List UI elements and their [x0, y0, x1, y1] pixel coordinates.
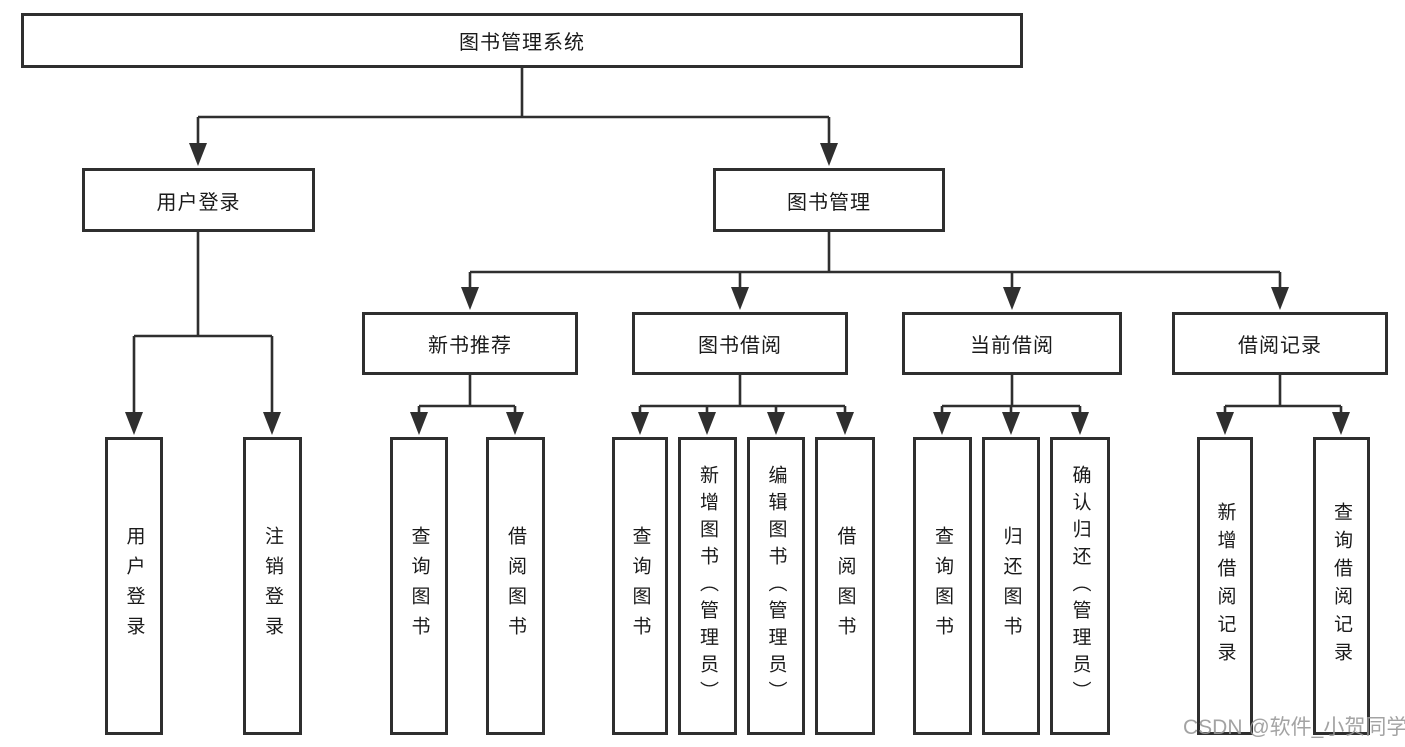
node-label: 新增借阅记录 — [1214, 502, 1236, 670]
node-user-login-leaf: 用户登录 — [105, 437, 163, 735]
node-label: 图书管理系统 — [459, 32, 585, 54]
node-book-borrowing: 图书借阅 — [632, 312, 848, 375]
node-query-books-borrow: 查询图书 — [612, 437, 668, 735]
node-book-management: 图书管理 — [713, 168, 945, 232]
node-label: 借阅图书 — [505, 526, 526, 646]
node-return-books: 归还图书 — [982, 437, 1040, 735]
node-label: 图书借阅 — [698, 335, 782, 357]
node-edit-books-admin: 编辑图书（管理员） — [747, 437, 805, 735]
node-confirm-return-admin: 确认归还（管理员） — [1050, 437, 1110, 735]
node-label: 借阅记录 — [1238, 335, 1322, 357]
node-label: 归还图书 — [1000, 526, 1022, 646]
node-label: 查询借阅记录 — [1331, 502, 1352, 670]
node-borrow-books: 借阅图书 — [815, 437, 875, 735]
node-borrowing-records: 借阅记录 — [1172, 312, 1388, 375]
csdn-watermark: CSDN @软件_小贺同学 — [1183, 716, 1405, 739]
node-add-books-admin: 新增图书（管理员） — [678, 437, 737, 735]
node-label: 注销登录 — [262, 526, 283, 646]
node-label: 新增图书（管理员） — [697, 464, 718, 708]
node-current-borrowing: 当前借阅 — [902, 312, 1122, 375]
node-label: 确认归还（管理员） — [1069, 464, 1091, 708]
node-label: 查询图书 — [932, 526, 953, 646]
node-label: 查询图书 — [629, 526, 651, 646]
node-library-system: 图书管理系统 — [21, 13, 1023, 68]
node-label: 图书管理 — [787, 191, 871, 214]
node-label: 用户登录 — [123, 526, 145, 646]
node-new-book-recommend: 新书推荐 — [362, 312, 578, 375]
node-label: 当前借阅 — [970, 335, 1054, 357]
node-query-books-recommend: 查询图书 — [390, 437, 448, 735]
node-label: 用户登录 — [156, 191, 241, 214]
node-label: 借阅图书 — [834, 526, 856, 646]
node-logout: 注销登录 — [243, 437, 302, 735]
node-label: 查询图书 — [408, 526, 430, 646]
node-query-books-current: 查询图书 — [913, 437, 972, 735]
node-borrow-books-recommend: 借阅图书 — [486, 437, 545, 735]
node-label: 编辑图书（管理员） — [765, 464, 787, 708]
node-user-login: 用户登录 — [82, 168, 315, 232]
arrow-down-icons — [125, 143, 1350, 435]
node-query-borrow-record: 查询借阅记录 — [1313, 437, 1370, 735]
node-label: 新书推荐 — [428, 335, 512, 357]
connector-paths — [132, 68, 1343, 415]
node-add-borrow-record: 新增借阅记录 — [1197, 437, 1253, 735]
